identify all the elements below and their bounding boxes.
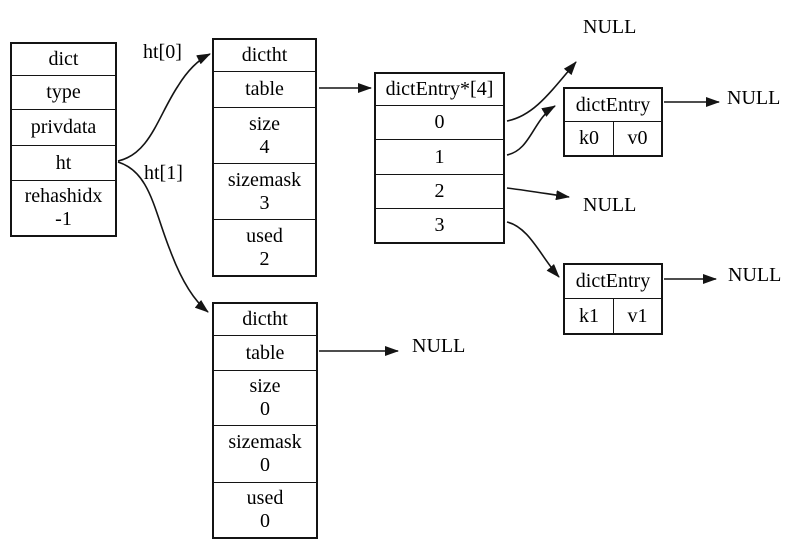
dictentry1-node: dictEntry k1 v1 <box>563 263 663 335</box>
edge-ht0-arrow <box>117 53 211 162</box>
dictentry0-key-cell: k0 <box>579 127 599 149</box>
dictht0-table-cell: table <box>214 71 315 107</box>
bucket-3-cell: 3 <box>376 208 503 242</box>
bucket-array-node: dictEntry*[4] 0 1 2 3 <box>374 72 505 244</box>
bucket-2-cell: 2 <box>376 174 503 208</box>
edge-bucket0-to-null-arrow <box>506 61 577 122</box>
null-label-table1: NULL <box>412 335 466 357</box>
dict-rehashidx-cell: rehashidx -1 <box>12 180 115 235</box>
null-label-entry1-next: NULL <box>728 264 782 286</box>
dictht0-title-cell: dictht <box>241 44 288 66</box>
dictht1-used-cell: used 0 <box>214 482 316 537</box>
dictht1-sizemask-cell: sizemask 0 <box>214 425 316 482</box>
null-label-bucket2: NULL <box>583 194 637 216</box>
edge-bucket3-to-entry1-arrow <box>506 221 560 278</box>
null-label-entry0-next: NULL <box>727 87 781 109</box>
edge-bucket1-to-entry0-arrow <box>506 105 556 156</box>
dictht0-used-cell: used 2 <box>214 219 315 275</box>
dict-ht-cell: ht <box>12 145 115 180</box>
ht1-edge-label: ht[1] <box>144 162 183 184</box>
dictentry1-key-cell: k1 <box>579 304 599 327</box>
dictentry1-value-cell: v1 <box>613 299 661 333</box>
edge-bucket2-to-null-arrow <box>506 187 570 201</box>
dictentry0-node: dictEntry k0 v0 <box>563 87 663 157</box>
dictht1-size-cell: size 0 <box>214 370 316 425</box>
dictentry1-title-cell: dictEntry <box>575 270 651 292</box>
dictht1-table-cell: table <box>214 335 316 370</box>
dictentry1-kv-row: k1 v1 <box>565 298 661 333</box>
bucket-1-cell: 1 <box>376 139 503 174</box>
edge-ht1-arrow <box>117 161 209 313</box>
dict-privdata-cell: privdata <box>12 109 115 145</box>
null-label-bucket0: NULL <box>583 16 637 38</box>
dictht0-node: dictht table size 4 sizemask 3 used 2 <box>212 38 317 277</box>
dictht1-title-cell: dictht <box>242 308 288 330</box>
dictentry0-title-cell: dictEntry <box>575 93 651 116</box>
ht0-edge-label: ht[0] <box>143 41 182 63</box>
dict-title-cell: dict <box>48 48 79 70</box>
dictht0-sizemask-cell: sizemask 3 <box>214 163 315 219</box>
dictentry0-kv-row: k0 v0 <box>565 121 661 155</box>
dictentry0-value-cell: v0 <box>613 122 661 155</box>
dictht1-node: dictht table size 0 sizemask 0 used 0 <box>212 302 318 539</box>
bucket-0-cell: 0 <box>376 105 503 139</box>
dictht0-size-cell: size 4 <box>214 107 315 163</box>
bucket-array-title-cell: dictEntry*[4] <box>385 78 494 100</box>
dict-node: dict type privdata ht rehashidx -1 <box>10 42 117 237</box>
dict-type-cell: type <box>12 75 115 109</box>
